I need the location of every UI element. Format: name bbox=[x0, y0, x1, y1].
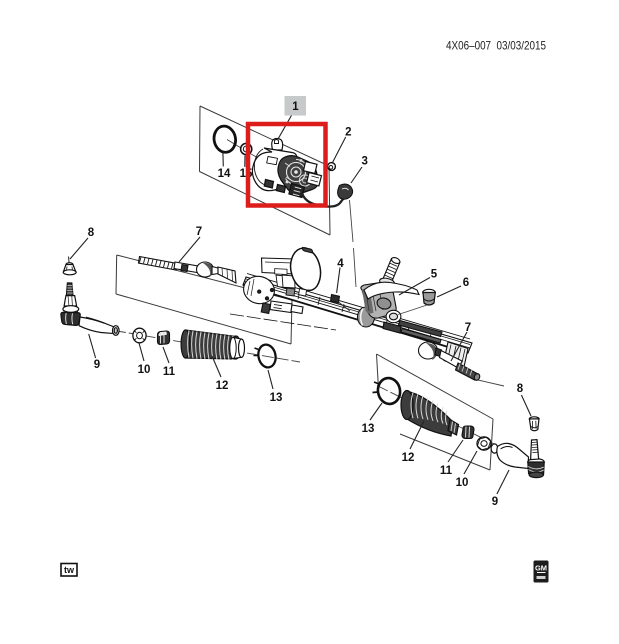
svg-text:3: 3 bbox=[361, 156, 367, 168]
svg-text:7: 7 bbox=[196, 226, 202, 238]
svg-text:9: 9 bbox=[492, 496, 498, 508]
svg-text:11: 11 bbox=[163, 366, 176, 378]
svg-text:5: 5 bbox=[431, 269, 438, 281]
svg-text:GM: GM bbox=[535, 564, 547, 573]
svg-text:2: 2 bbox=[345, 127, 351, 139]
svg-text:10: 10 bbox=[138, 364, 151, 376]
svg-text:8: 8 bbox=[88, 227, 95, 239]
svg-text:11: 11 bbox=[440, 465, 453, 477]
svg-text:14: 14 bbox=[218, 168, 231, 180]
svg-text:12: 12 bbox=[402, 452, 415, 464]
svg-text:10: 10 bbox=[456, 477, 469, 489]
svg-text:4: 4 bbox=[337, 258, 344, 270]
svg-text:13: 13 bbox=[362, 423, 375, 435]
svg-text:4X06–007 03/03/2015: 4X06–007 03/03/2015 bbox=[446, 39, 546, 53]
svg-text:12: 12 bbox=[216, 380, 229, 392]
svg-text:7: 7 bbox=[465, 322, 471, 334]
svg-text:6: 6 bbox=[463, 277, 469, 289]
svg-text:13: 13 bbox=[270, 392, 283, 404]
svg-text:tw: tw bbox=[64, 565, 75, 575]
svg-text:9: 9 bbox=[94, 359, 100, 371]
svg-text:8: 8 bbox=[517, 383, 524, 395]
svg-text:1: 1 bbox=[292, 101, 299, 113]
